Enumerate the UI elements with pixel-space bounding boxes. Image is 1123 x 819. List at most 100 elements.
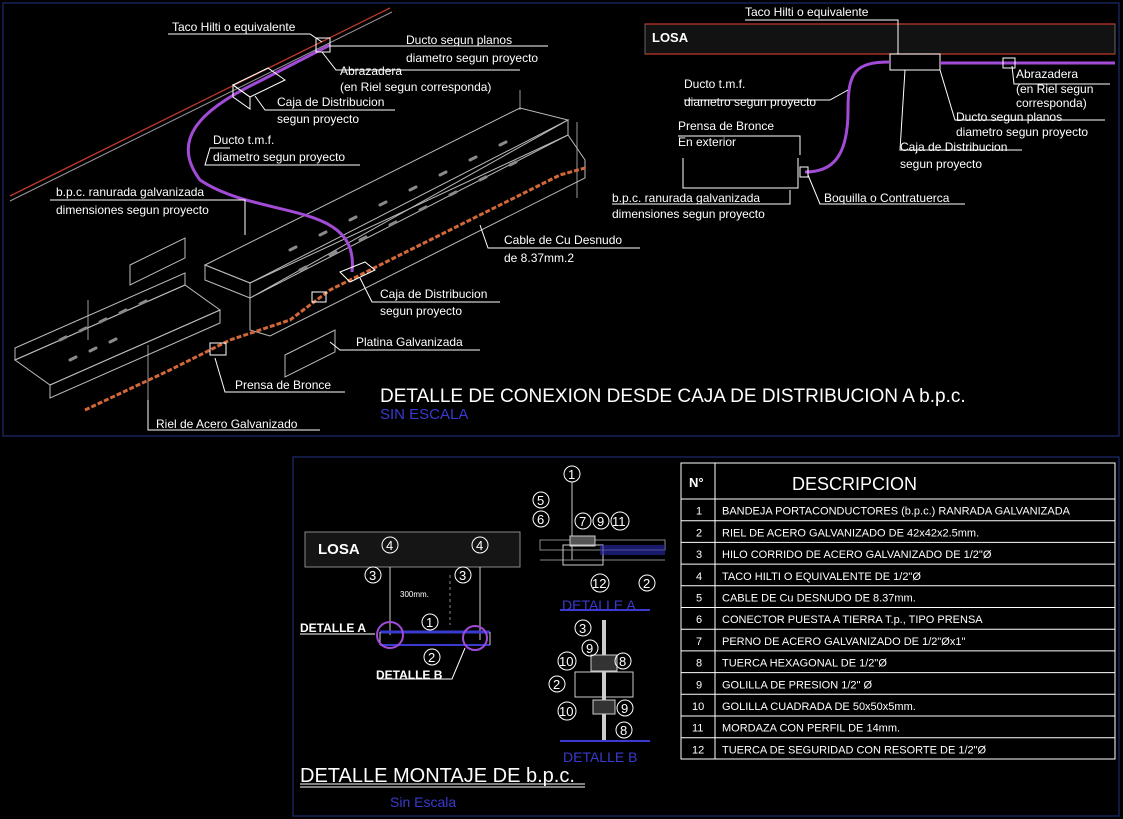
table-cell-number: 3 [696,549,702,561]
label-detalle-a: DETALLE A [300,621,366,635]
table-cell-number: 10 [692,701,704,713]
callout-3-right: 3 [454,566,472,584]
callout-9-b-bottom: 9 [616,699,634,717]
table-cell-number: 2 [696,527,702,539]
label-abrazadera-riel-right: (en Riel segun [1016,82,1093,96]
label-prensa-exterior-right: En exterior [678,135,736,149]
detalle-a-title: DETALLE A [562,597,636,613]
table-cell-number: 6 [696,614,702,626]
label-abrazadera: Abrazadera [340,64,402,78]
label-prensa-bronce-right: Prensa de Bronce [678,119,774,133]
svg-text:11: 11 [612,514,626,529]
callout-10-b-bottom: 10 [557,701,577,721]
callout-3-b: 3 [574,619,592,637]
isometric-tray-drawing [9,7,640,431]
svg-text:3: 3 [369,568,376,583]
label-caja-segun-proyecto-right: segun proyecto [900,157,982,171]
table-cell-description: TACO HILTI O EQUIVALENTE DE 1/2"Ø [722,571,921,583]
callout-10-b-top: 10 [557,651,577,671]
table-header-descripcion: DESCRIPCION [792,474,917,494]
top-drawing-title: DETALLE DE CONEXION DESDE CAJA DE DISTRI… [380,386,966,407]
svg-text:10: 10 [559,654,573,669]
svg-text:8: 8 [619,654,626,669]
label-ducto-tmf: Ducto t.m.f. [213,133,274,147]
table-row: 5 CABLE DE Cu DESNUDO DE 8.37mm. [696,593,916,605]
dimension-label: 300mm. [400,590,429,599]
top-panel-border [2,2,1120,437]
top-right-section [612,19,1116,205]
label-boquilla: Boquilla o Contratuerca [824,191,950,205]
table-row: 4 TACO HILTI O EQUIVALENTE DE 1/2"Ø [696,571,921,583]
svg-text:8: 8 [620,723,627,738]
label-ducto-tmf-diametro: diametro segun proyecto [213,150,345,164]
table-row: 11 MORDAZA CON PERFIL DE 14mm. [692,723,900,735]
table-cell-description: BANDEJA PORTACONDUCTORES (b.p.c.) RANRAD… [722,506,1071,518]
table-cell-description: GOLILLA CUADRADA DE 50x50x5mm. [722,701,916,713]
label-caja-distribucion-bottom: Caja de Distribucion [380,287,487,301]
table-row: 9 GOLILLA DE PRESION 1/2" Ø [696,679,872,691]
montaje-drawing [300,482,666,788]
table-cell-number: 8 [696,658,702,670]
table-cell-description: GOLILLA DE PRESION 1/2" Ø [722,679,872,691]
losa-label-bottom: LOSA [318,541,360,558]
callout-9-b-top: 9 [581,639,599,657]
callout-2-a: 2 [638,574,656,592]
label-ducto-planos: Ducto segun planos [406,33,512,47]
label-ducto-planos-diametro-right: diametro segun proyecto [956,125,1088,139]
top-drawing-subtitle: SIN ESCALA [380,406,468,423]
label-caja-distribucion-top: Caja de Distribucion [277,95,384,109]
label-prensa-bronce: Prensa de Bronce [235,378,331,392]
table-cell-description: MORDAZA CON PERFIL DE 14mm. [722,723,900,735]
svg-text:2: 2 [553,677,560,692]
table-cell-number: 12 [692,744,704,756]
callout-4-right: 4 [471,536,489,554]
callout-8-b-top: 8 [614,652,632,670]
table-cell-number: 5 [696,593,702,605]
svg-text:6: 6 [537,512,544,527]
table-cell-description: PERNO DE ACERO GALVANIZADO DE 1/2"Øx1" [722,636,965,648]
callout-3-left: 3 [364,566,382,584]
montaje-labels: LOSA 300mm. DETALLE A DETALLE B DETALLE … [300,541,637,810]
top-left-labels: Taco Hilti o equivalente Ducto segun pla… [56,20,966,431]
svg-text:5: 5 [537,493,544,508]
table-cell-number: 4 [696,571,702,583]
label-bpc-ranurada-right: b.p.c. ranurada galvanizada [612,191,760,205]
label-riel-acero: Riel de Acero Galvanizado [156,417,298,431]
table-cell-description: TUERCA HEXAGONAL DE 1/2"Ø [722,658,887,670]
callout-6-a: 6 [532,510,550,528]
callout-1-a: 1 [563,465,581,483]
table-cell-description: HILO CORRIDO DE ACERO GALVANIZADO DE 1/2… [722,549,992,561]
svg-text:4: 4 [476,538,483,553]
table-cell-number: 9 [696,679,702,691]
montaje-title: DETALLE MONTAJE DE b.p.c. [300,765,575,787]
label-caja-segun-proyecto-top: segun proyecto [277,112,359,126]
top-right-labels: LOSA Taco Hilti o equivalente Abrazadera… [612,5,1093,221]
svg-text:9: 9 [586,641,593,656]
label-ducto-tmf-right: Ducto t.m.f. [684,77,745,91]
label-cable-mm2: de 8.37mm.2 [504,251,574,265]
table-cell-description: CABLE DE Cu DESNUDO DE 8.37mm. [722,593,916,605]
svg-text:1: 1 [568,467,575,482]
svg-text:2: 2 [428,650,435,665]
svg-text:10: 10 [559,704,573,719]
label-taco-hilti: Taco Hilti o equivalente [172,20,296,34]
svg-text:9: 9 [597,514,604,529]
table-row: 8 TUERCA HEXAGONAL DE 1/2"Ø [696,658,887,670]
label-cable-cu: Cable de Cu Desnudo [504,233,622,247]
losa-label-top: LOSA [652,30,689,45]
table-row: 6 CONECTOR PUESTA A TIERRA T.p., TIPO PRE… [696,614,983,626]
callout-2-b: 2 [548,675,566,693]
table-cell-number: 11 [692,723,703,735]
label-ducto-planos-right: Ducto segun planos [956,110,1062,124]
table-cell-description: CONECTOR PUESTA A TIERRA T.p., TIPO PREN… [722,614,983,626]
callout-7-a: 7 [574,512,592,530]
svg-text:7: 7 [579,514,586,529]
callout-4-left: 4 [381,536,399,554]
label-abrazadera-riel: (en Riel segun corresponda) [340,80,491,94]
callouts: 4 4 3 3 1 2 1 5 6 7 9 11 12 2 3 9 10 8 2… [364,465,656,739]
table-row: 10 GOLILLA CUADRADA DE 50x50x5mm. [692,701,916,713]
